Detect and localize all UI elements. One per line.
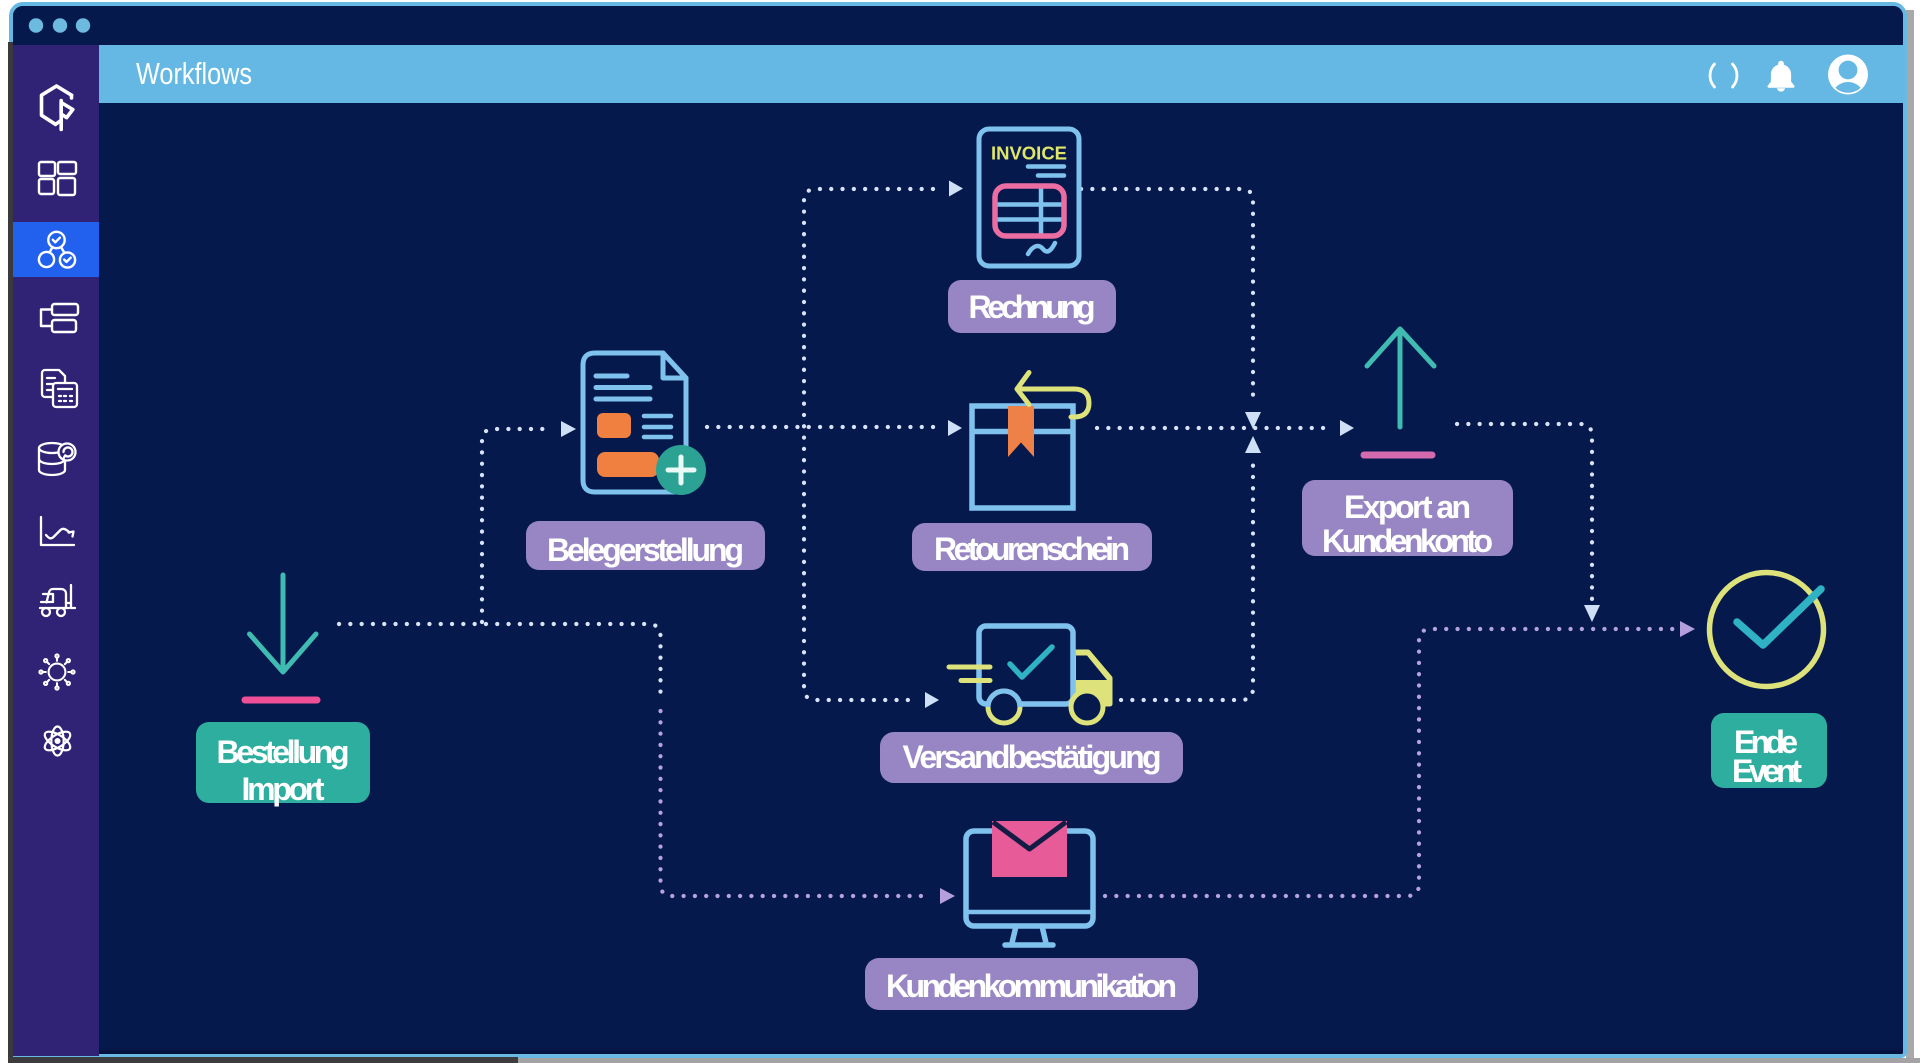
svg-text:Kundenkonto: Kundenkonto xyxy=(1322,523,1493,559)
svg-text:Export an: Export an xyxy=(1344,489,1471,525)
svg-text:Bestellung: Bestellung xyxy=(217,734,350,770)
svg-text:INVOICE: INVOICE xyxy=(991,144,1067,164)
svg-text:Import: Import xyxy=(242,771,325,807)
svg-text:Retourenschein: Retourenschein xyxy=(934,531,1130,567)
svg-text:Ende: Ende xyxy=(1734,724,1798,760)
svg-text:Event: Event xyxy=(1732,753,1802,789)
svg-text:Belegerstellung: Belegerstellung xyxy=(547,532,744,568)
svg-text:Rechnung: Rechnung xyxy=(969,289,1096,325)
svg-text:Kundenkommunikation: Kundenkommunikation xyxy=(886,968,1177,1004)
svg-text:Versandbestätigung: Versandbestätigung xyxy=(903,739,1162,775)
